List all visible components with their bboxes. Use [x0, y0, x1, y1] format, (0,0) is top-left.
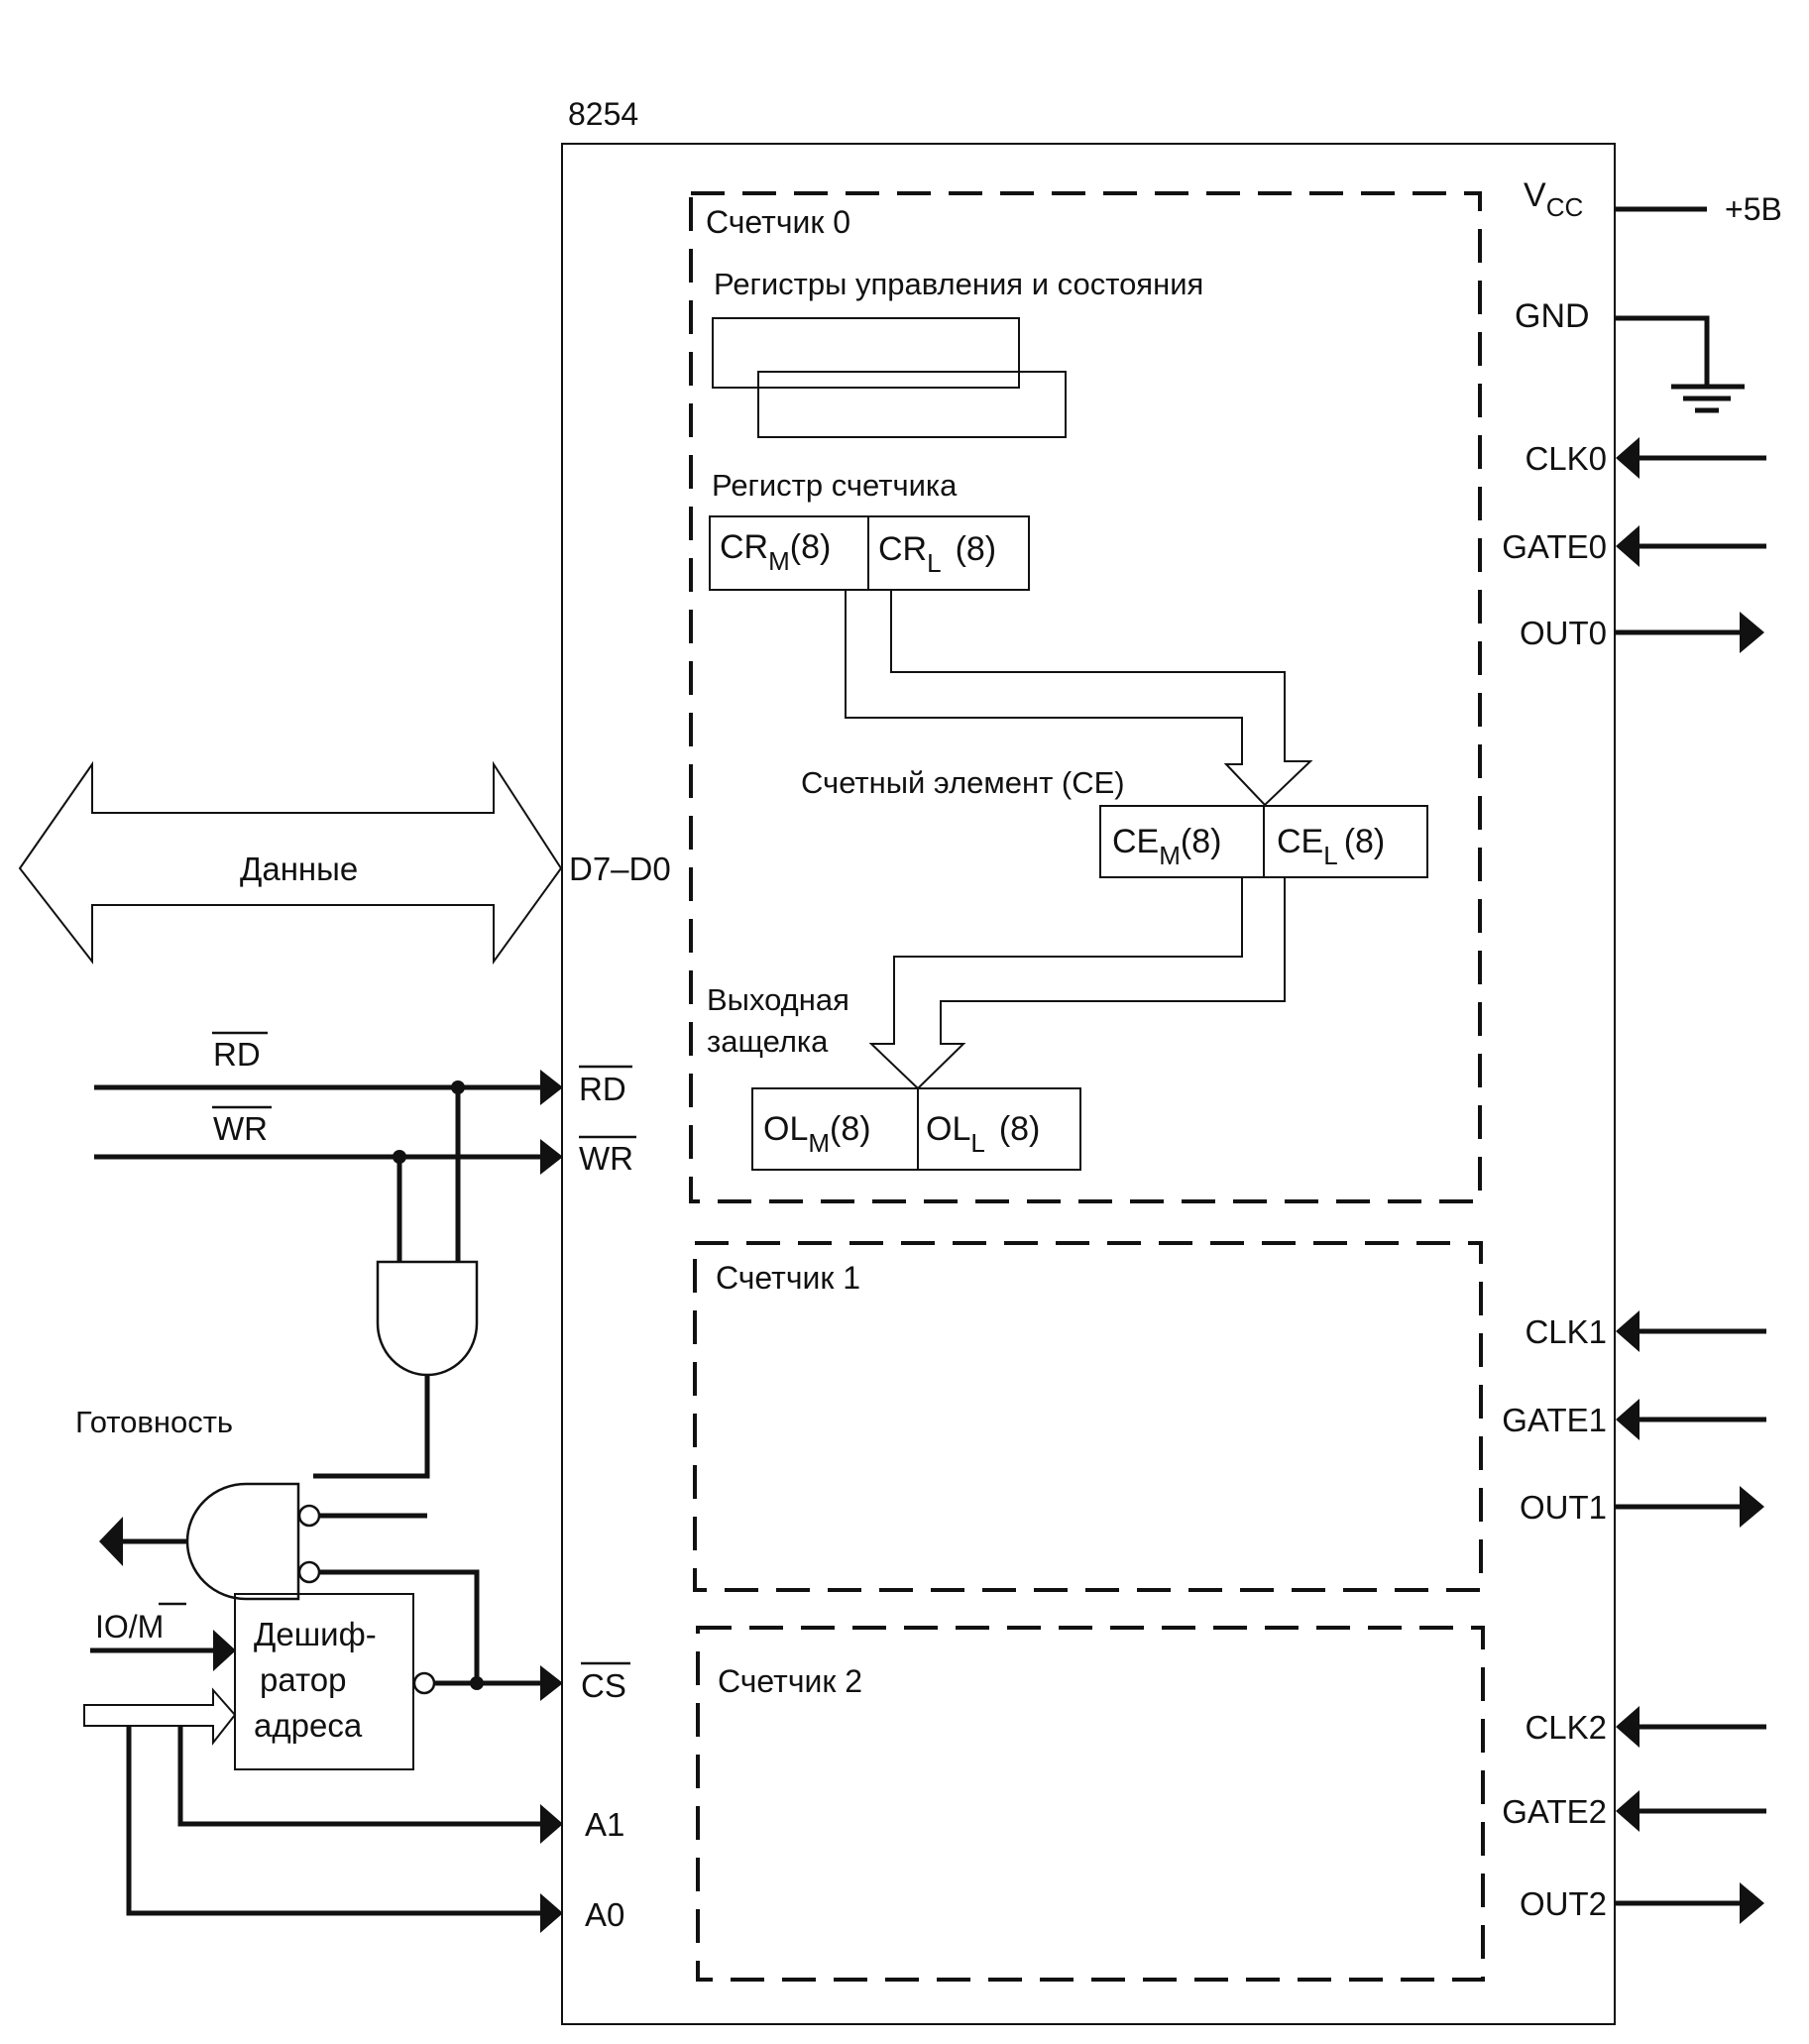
- out0-pin-label: OUT0: [1520, 615, 1607, 651]
- ol-msb-label: OLM(8): [763, 1110, 871, 1158]
- clk1-pin-label: CLK1: [1525, 1313, 1607, 1350]
- gate1-pin: GATE1: [1502, 1399, 1766, 1440]
- out1-pin-label: OUT1: [1520, 1489, 1607, 1526]
- counter-1-frame: [693, 1241, 1483, 1592]
- a1-line: [177, 1726, 543, 1827]
- io-m-arrowhead: [213, 1630, 236, 1671]
- clk0-pin-label: CLK0: [1525, 440, 1607, 477]
- nand-gate-icon: [185, 1482, 300, 1601]
- status-register-box: [757, 371, 1067, 438]
- cr-msb-label: CRM(8): [720, 528, 831, 576]
- gate0-pin: GATE0: [1502, 525, 1766, 567]
- cs-arrowhead: [540, 1665, 563, 1701]
- count-register-label: Регистр счетчика: [712, 468, 958, 503]
- clk2-input-arrowhead: [1616, 1706, 1639, 1748]
- counter-0-label: Счетчик 0: [706, 204, 850, 240]
- nand-input-bubble-1: [297, 1504, 321, 1528]
- wr-arrowhead: [540, 1139, 563, 1175]
- cr-lsb-label: CRL(8): [878, 530, 996, 578]
- clk2-pin: CLK2: [1525, 1706, 1766, 1748]
- out2-output-arrowhead: [1740, 1882, 1764, 1924]
- output-latch-label-line2: защелка: [707, 1024, 829, 1059]
- wr-signal-label: WR: [213, 1110, 268, 1147]
- clk2-pin-label: CLK2: [1525, 1709, 1607, 1746]
- decoder-label-line2: ратор: [260, 1661, 346, 1698]
- counter-2-frame: [696, 1626, 1485, 1982]
- counter-2: Счетчик 2: [696, 1626, 1485, 1982]
- ready-output-arrowhead: [99, 1517, 123, 1566]
- gate0-input-arrowhead: [1616, 525, 1639, 567]
- decoder-output-bubble: [412, 1671, 436, 1695]
- counter-2-label: Счетчик 2: [718, 1663, 862, 1699]
- rd-pin-label: RD: [579, 1071, 626, 1107]
- chip-name: 8254: [568, 96, 638, 132]
- out0-output-arrowhead: [1740, 612, 1764, 653]
- clk1-pin: CLK1: [1525, 1310, 1766, 1352]
- ce-to-ol-bus-arrow: [868, 877, 1286, 1090]
- ol-lsb-label: OLL(8): [926, 1110, 1040, 1158]
- chip-body: [561, 143, 1616, 2025]
- clk0-pin: CLK0: [1525, 437, 1766, 479]
- wr-pin-label: WR: [579, 1140, 633, 1177]
- power-pins: VCC +5В GND: [1515, 176, 1782, 413]
- data-bus-label: Данные: [240, 851, 358, 887]
- out1-pin: OUT1: [1520, 1486, 1764, 1528]
- gate1-pin-label: GATE1: [1502, 1402, 1607, 1438]
- control-register-box: [712, 317, 1020, 389]
- address-bus-arrow: [83, 1687, 237, 1746]
- a0-arrowhead: [540, 1893, 563, 1933]
- ground-icon: [1671, 384, 1745, 413]
- ce-msb-label: CEM(8): [1112, 823, 1221, 870]
- output-latch-label-line1: Выходная: [707, 982, 849, 1017]
- decoder-label-line3: адреса: [254, 1707, 363, 1744]
- out2-pin-label: OUT2: [1520, 1885, 1607, 1922]
- clk1-input-arrowhead: [1616, 1310, 1639, 1352]
- and-gate-output-line: [313, 1375, 430, 1479]
- a1-pin-label: A1: [585, 1806, 624, 1843]
- gate1-input-arrowhead: [1616, 1399, 1639, 1440]
- counter-1-label: Счетчик 1: [716, 1260, 860, 1296]
- output-latch-box: [751, 1087, 1081, 1171]
- cs-pin-label: CS: [581, 1667, 626, 1704]
- a1-arrowhead: [540, 1804, 563, 1844]
- gate2-pin-label: GATE2: [1502, 1793, 1607, 1830]
- out0-pin: OUT0: [1520, 612, 1764, 653]
- counter-0: Счетчик 0 Регистры управления и состояни…: [689, 191, 1482, 1203]
- nand-input-bubble-2: [297, 1560, 321, 1584]
- ready-label: Готовность: [75, 1405, 233, 1439]
- vcc-pin-label: VCC: [1524, 176, 1583, 222]
- cs-to-ready-line: [319, 1569, 480, 1683]
- io-m-signal-label: IO/M: [95, 1609, 164, 1645]
- gate2-input-arrowhead: [1616, 1790, 1639, 1832]
- a0-line: [126, 1726, 543, 1916]
- decoder-label-line1: Дешиф-: [254, 1616, 377, 1652]
- rd-arrowhead: [540, 1070, 563, 1105]
- counter-0-frame: [689, 191, 1482, 1203]
- control-registers-label: Регистры управления и состояния: [714, 267, 1203, 301]
- address-decoder: IO/M Дешиф- ратор адреса CS A1 A0: [83, 1593, 630, 1933]
- counting-element-label: Счетный элемент (CE): [801, 765, 1125, 800]
- counter-1: Счетчик 1: [693, 1241, 1483, 1592]
- out1-output-arrowhead: [1740, 1486, 1764, 1528]
- out2-pin: OUT2: [1520, 1882, 1764, 1924]
- gnd-pin-label: GND: [1515, 297, 1590, 335]
- data-bus-double-arrow: [18, 760, 563, 965]
- a0-pin-label: A0: [585, 1896, 624, 1933]
- and-gate-icon: [376, 1260, 479, 1377]
- gnd-line: [1615, 315, 1710, 385]
- ce-lsb-label: CEL(8): [1277, 823, 1385, 870]
- clk0-input-arrowhead: [1616, 437, 1639, 479]
- supply-voltage-label: +5В: [1725, 191, 1782, 227]
- data-bus: Данные D7–D0: [18, 760, 671, 965]
- rd-wr-signals: RD RD WR WR: [94, 1031, 636, 1262]
- cs-junction: [470, 1676, 484, 1690]
- gate2-pin: GATE2: [1502, 1790, 1766, 1832]
- rd-signal-label: RD: [213, 1036, 261, 1073]
- d7-d0-pin-label: D7–D0: [569, 851, 671, 887]
- gate0-pin-label: GATE0: [1502, 528, 1607, 565]
